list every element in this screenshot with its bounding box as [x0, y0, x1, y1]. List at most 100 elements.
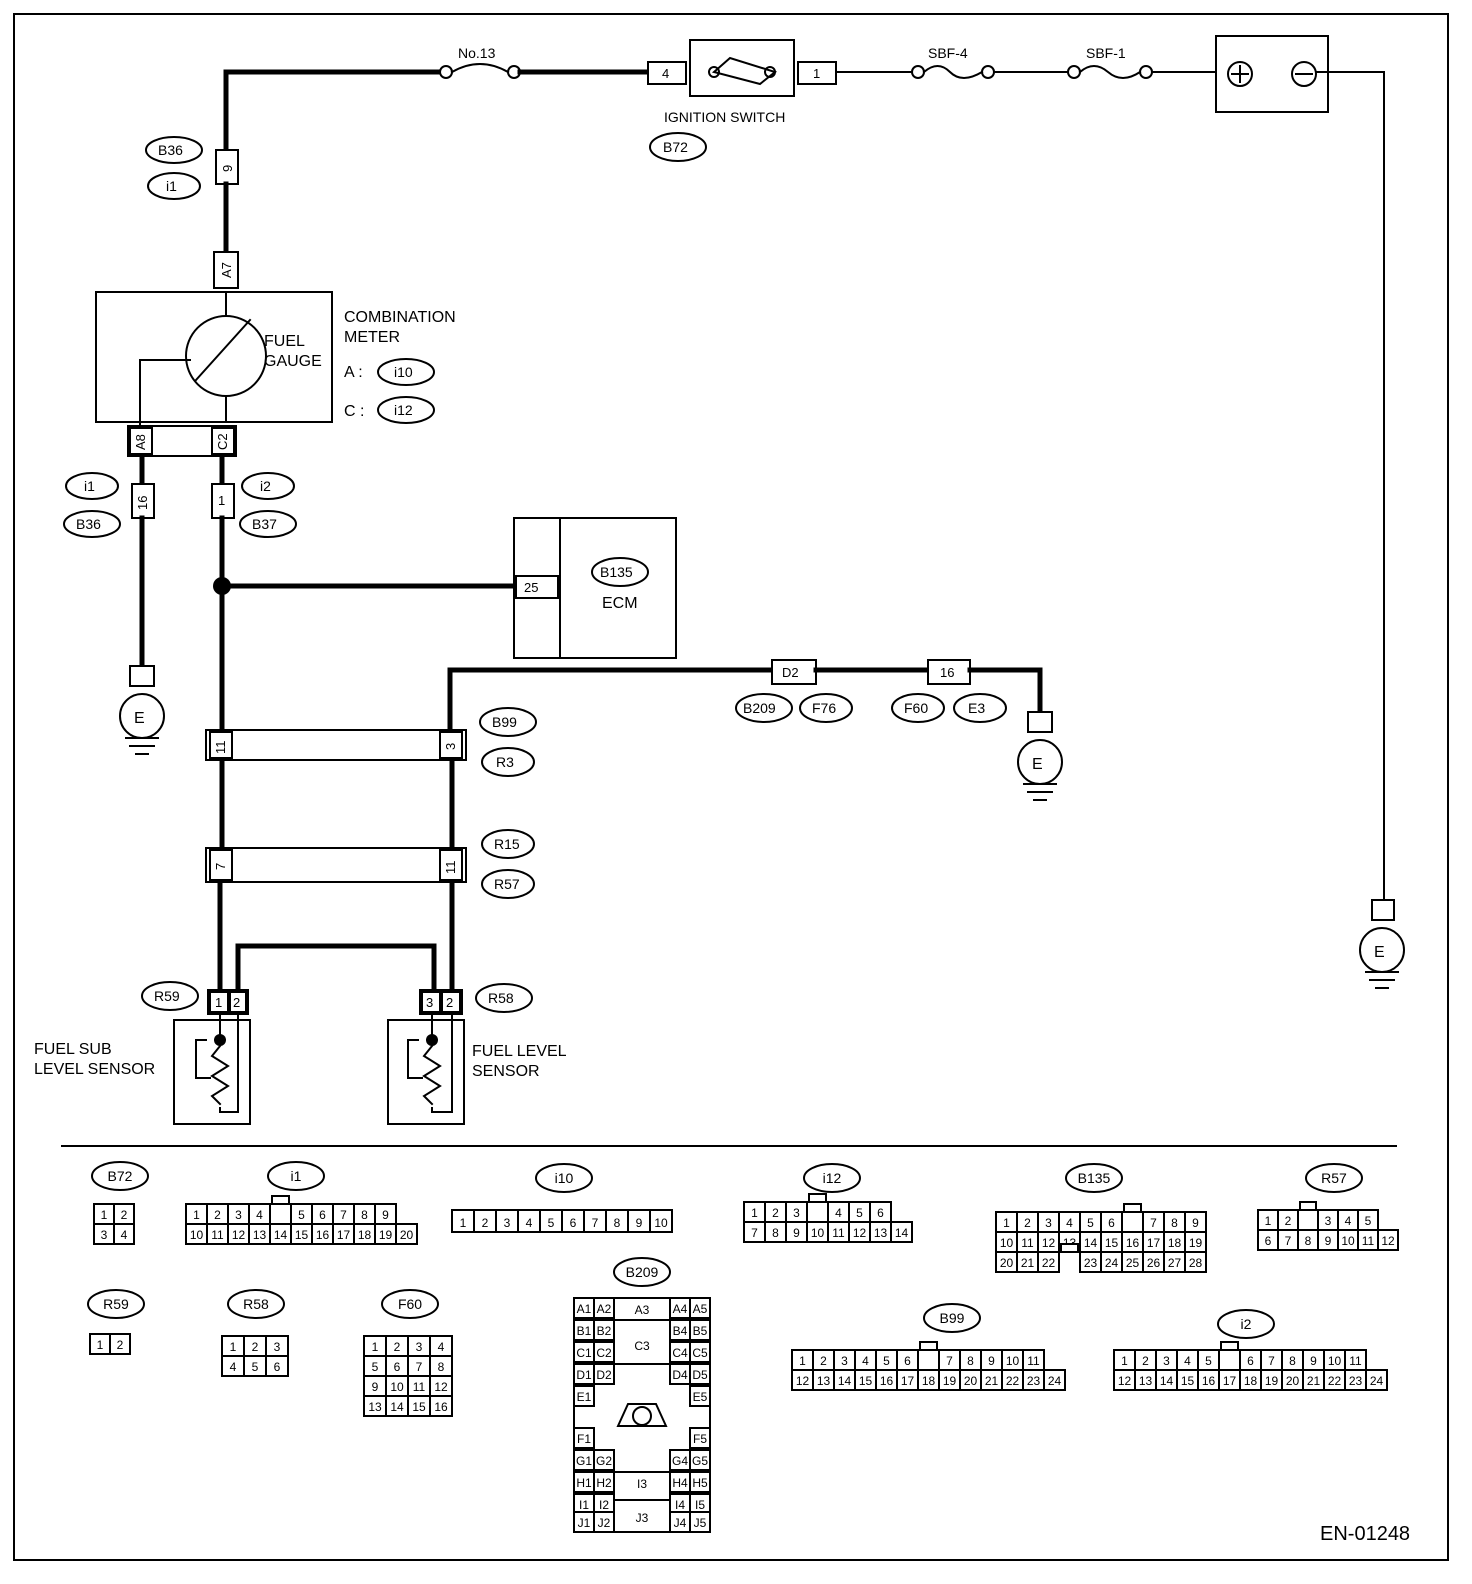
svg-text:i2: i2 — [260, 478, 271, 494]
svg-text:2: 2 — [446, 995, 453, 1010]
meter-feed: 9 B36 i1 A7 — [145, 69, 239, 289]
pin-number: I4 — [675, 1498, 685, 1512]
svg-text:i12: i12 — [394, 402, 413, 418]
fuel-level-sensor: R58 3 2 FUEL LEVEL SENSOR — [387, 983, 567, 1125]
connector-e3-oval — [953, 693, 1007, 723]
pin-number: 12 — [1118, 1374, 1132, 1388]
pin-number: 8 — [772, 1226, 779, 1240]
pin-number: 17 — [901, 1374, 915, 1388]
pin-number: 19 — [1189, 1236, 1203, 1250]
pin-number: 24 — [1105, 1256, 1119, 1270]
pin-number: 7 — [1285, 1234, 1292, 1248]
connector-i2-right-oval — [241, 472, 295, 500]
pin-number: 17 — [337, 1228, 351, 1242]
pin-number: 8 — [1289, 1354, 1296, 1368]
pin-number: 7 — [340, 1208, 347, 1222]
pin-number: 2 — [121, 1208, 128, 1222]
pin-number: 5 — [372, 1360, 379, 1374]
pin-number: 20 — [964, 1374, 978, 1388]
pin-number: 11 — [1349, 1354, 1362, 1368]
pin-number: 23 — [1084, 1256, 1098, 1270]
svg-text:R58: R58 — [488, 990, 514, 1006]
svg-text:i10: i10 — [394, 364, 413, 380]
svg-text:2: 2 — [233, 995, 240, 1010]
pin-number: 23 — [1027, 1374, 1041, 1388]
connector-i1-top-oval — [147, 172, 201, 200]
pin-number: 4 — [230, 1360, 237, 1374]
pin-number: 2 — [117, 1338, 124, 1352]
pin-number: 19 — [943, 1374, 957, 1388]
pin-number: 3 — [101, 1228, 108, 1242]
pin-number: G2 — [596, 1454, 612, 1468]
svg-text:B37: B37 — [252, 516, 277, 532]
pin-number: 16 — [880, 1374, 894, 1388]
pin-number: 8 — [1171, 1216, 1178, 1230]
pin-number: 8 — [614, 1216, 621, 1230]
svg-text:B99: B99 — [492, 714, 517, 730]
pin-number: 3 — [504, 1216, 511, 1230]
pin-number: 2 — [820, 1354, 827, 1368]
connector-r15-oval — [481, 829, 535, 859]
face-b135-title: B135 — [1078, 1170, 1111, 1186]
pin-number: G1 — [576, 1454, 592, 1468]
face-i1-title: i1 — [291, 1168, 302, 1184]
pin-number: 6 — [1247, 1354, 1254, 1368]
pin-number: B4 — [673, 1324, 688, 1338]
svg-text:A8: A8 — [133, 434, 148, 450]
svg-text:1: 1 — [813, 66, 820, 81]
pin-number: 25 — [1126, 1256, 1140, 1270]
pin-number: 9 — [372, 1380, 379, 1394]
pin-number: 3 — [416, 1340, 423, 1354]
pin-number: A1 — [577, 1302, 592, 1316]
pin-number: 5 — [298, 1208, 305, 1222]
pin-number: 8 — [361, 1208, 368, 1222]
pin-number: 2 — [482, 1216, 489, 1230]
pin-number: 11 — [211, 1228, 224, 1242]
ground-line-e3: D2 16 B209 F76 F60 E3 E — [447, 659, 1063, 801]
connector-b209-oval — [735, 693, 793, 723]
pin-number: 11 — [1362, 1234, 1375, 1248]
pin-number: C4 — [672, 1346, 688, 1360]
svg-text:B135: B135 — [600, 564, 633, 580]
pin-number: 13 — [817, 1374, 831, 1388]
ecm: 25 B135 ECM — [513, 517, 677, 659]
pin-cell — [113, 1223, 135, 1245]
pin-cell — [395, 1223, 418, 1245]
pin-cell — [1365, 1369, 1388, 1391]
pin-cell — [649, 1209, 673, 1233]
pin-cell — [1377, 1229, 1399, 1251]
pin-number: B5 — [693, 1324, 708, 1338]
fuel-sub-level-sensor: R59 1 2 FUEL SUB LEVEL SENSOR — [34, 981, 251, 1125]
pin-number: 3 — [274, 1340, 281, 1354]
pin-number: 6 — [1108, 1216, 1115, 1230]
fuel-sub-level-sensor-label-2: LEVEL SENSOR — [34, 1061, 155, 1078]
connector-r59-oval — [141, 981, 199, 1011]
svg-text:C2: C2 — [215, 433, 230, 450]
svg-text:R3: R3 — [496, 754, 514, 770]
pin-number: 5 — [883, 1354, 890, 1368]
pin-number: 22 — [1006, 1374, 1020, 1388]
face-i2-oval — [1217, 1309, 1275, 1339]
svg-text:B209: B209 — [743, 700, 776, 716]
pin-number: C1 — [576, 1346, 592, 1360]
pin-number: F5 — [693, 1432, 707, 1446]
pin-number: 8 — [967, 1354, 974, 1368]
face-r58-title: R58 — [243, 1296, 269, 1312]
pin-number: 10 — [1006, 1354, 1020, 1368]
pin-number: 23 — [1349, 1374, 1363, 1388]
fuel-level-sensor-label-2: SENSOR — [472, 1063, 540, 1080]
pin-number: 18 — [1168, 1236, 1182, 1250]
svg-text:7: 7 — [213, 863, 228, 870]
svg-text:1: 1 — [215, 995, 222, 1010]
connector-b99-oval — [479, 707, 537, 737]
pin-number: 5 — [252, 1360, 259, 1374]
pin-number: D4 — [672, 1368, 688, 1382]
pin-cell — [890, 1221, 913, 1243]
pin-number: 3 — [1325, 1214, 1332, 1228]
pin-number: 4 — [835, 1206, 842, 1220]
svg-text:4: 4 — [662, 66, 669, 81]
pin-number: 3 — [1045, 1216, 1052, 1230]
